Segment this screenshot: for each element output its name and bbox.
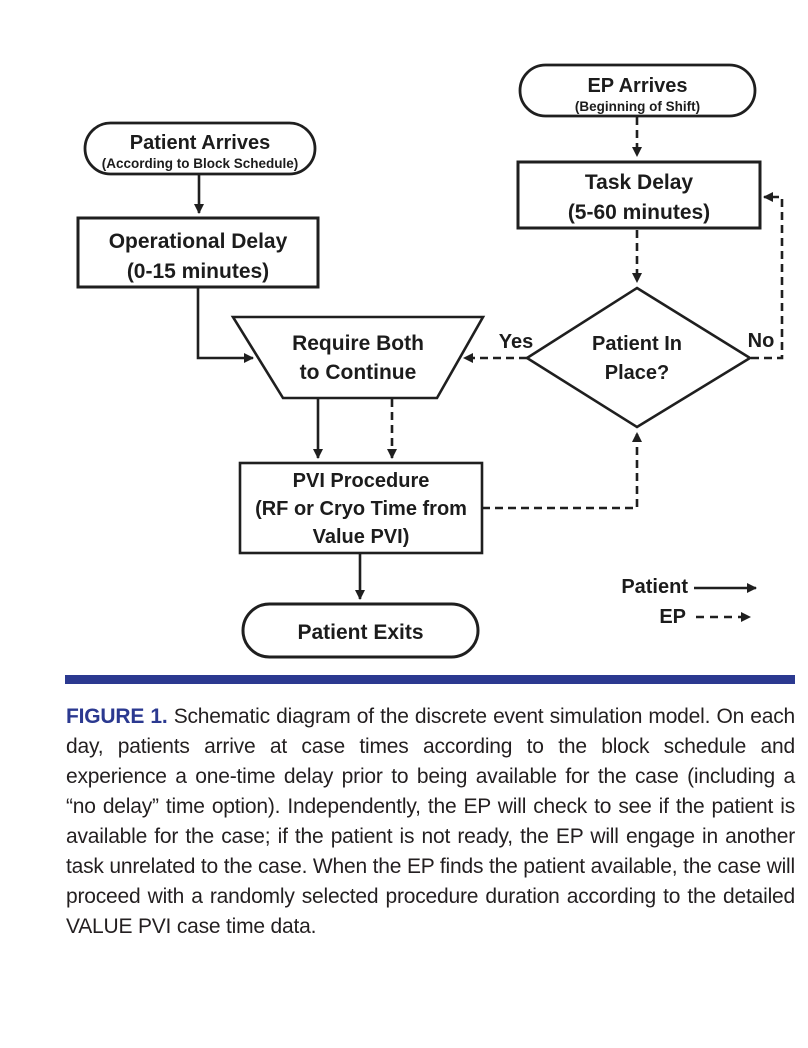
yes-branch-label: Yes (498, 331, 534, 353)
pvi-procedure-node: PVI Procedure (RF or Cryo Time from Valu… (240, 467, 482, 551)
no-branch-label: No (747, 330, 775, 352)
patient-arrives-title: Patient Arrives (129, 132, 271, 154)
task-delay-process-shape (516, 160, 762, 230)
require-both-merge-shape (230, 315, 486, 400)
require-both-line1: Require Both (292, 332, 424, 355)
require-both-line2: to Continue (299, 361, 417, 384)
arrow-no-back-to-task-delay (751, 192, 784, 360)
legend-ep-label: EP (659, 606, 686, 628)
patient-in-place-decision-shape (524, 286, 753, 429)
arrow-pvi-to-patient-in-place (482, 432, 642, 510)
pvi-procedure-process-shape (238, 461, 484, 555)
pvi-procedure-line3: Value PVI) (312, 526, 410, 548)
ep-arrives-node: EP Arrives (Beginning of Shift) (520, 74, 755, 115)
figure-caption-label: FIGURE 1. (66, 705, 168, 728)
task-delay-subtitle: (5-60 minutes) (567, 201, 711, 224)
patient-arrives-subtitle: (According to Block Schedule) (101, 156, 299, 171)
flowchart-diagram (76, 63, 784, 659)
patient-exits-title: Patient Exits (297, 621, 424, 644)
task-delay-node: Task Delay (5-60 minutes) (518, 168, 760, 228)
section-divider-bar (65, 675, 795, 684)
patient-exits-terminal-shape (241, 602, 480, 659)
patient-arrives-terminal-shape (83, 121, 317, 176)
ep-arrives-subtitle: (Beginning of Shift) (574, 99, 701, 114)
figure-caption-text: Schematic diagram of the discrete event … (66, 705, 796, 938)
operational-delay-process-shape (76, 216, 320, 289)
figure-caption: FIGURE 1. Schematic diagram of the discr… (66, 702, 795, 942)
operational-delay-subtitle: (0-15 minutes) (126, 260, 270, 283)
operational-delay-node: Operational Delay (0-15 minutes) (78, 227, 318, 287)
ep-arrives-title: EP Arrives (587, 75, 688, 97)
require-both-node: Require Both to Continue (253, 329, 463, 387)
patient-in-place-line2: Place? (604, 362, 670, 384)
legend-patient-label: Patient (621, 576, 688, 598)
pvi-procedure-line1: PVI Procedure (292, 470, 430, 492)
operational-delay-title: Operational Delay (108, 230, 288, 253)
patient-in-place-line1: Patient In (591, 333, 682, 355)
arrow-operational-delay-to-require-both (196, 288, 254, 363)
patient-exits-node: Patient Exits (243, 618, 478, 648)
task-delay-title: Task Delay (584, 171, 694, 194)
patient-in-place-node: Patient In Place? (545, 330, 729, 388)
ep-arrives-terminal-shape (518, 63, 757, 118)
patient-arrives-node: Patient Arrives (According to Block Sche… (85, 131, 315, 172)
pvi-procedure-line2: (RF or Cryo Time from (255, 498, 467, 520)
